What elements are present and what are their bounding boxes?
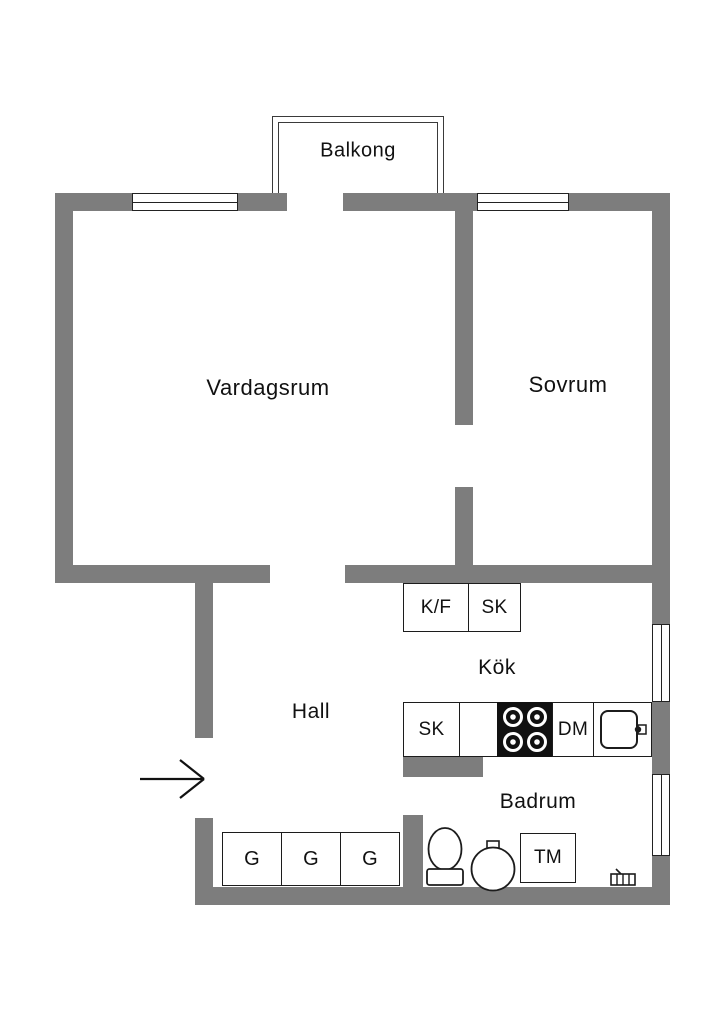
balcony-outline: Balkong (272, 116, 444, 194)
room-label-hall: Hall (291, 700, 331, 723)
wall-hall-left-upper (195, 565, 213, 738)
room-label-living-room: Vardagsrum (206, 375, 330, 400)
wall-room-divider-upper (455, 211, 473, 425)
window-pane (478, 202, 568, 203)
wall-bathroom-top-stub (403, 757, 483, 777)
counter-cabinet-label: SK (418, 718, 445, 740)
balcony-railing (278, 122, 438, 194)
wardrobe-label: G (244, 847, 260, 870)
wardrobe-label: G (303, 847, 319, 870)
dishwasher-unit: DM (552, 702, 594, 757)
wardrobe-unit: G (340, 832, 400, 886)
kitchen-sink-icon (593, 702, 652, 757)
room-label-bedroom: Sovrum (528, 372, 608, 397)
wall-left (55, 193, 73, 583)
stove-burners-icon (497, 702, 553, 757)
washing-machine-label: TM (533, 847, 563, 868)
dishwasher-label: DM (557, 718, 589, 740)
window-pane (661, 625, 662, 701)
counter-worktop (459, 702, 498, 757)
window-living-room (132, 193, 238, 211)
balcony-door-opening (287, 193, 343, 211)
window-bathroom (652, 774, 670, 856)
wardrobe-unit: G (281, 832, 341, 886)
wardrobe-label: G (362, 847, 378, 870)
wall-bottom (195, 887, 670, 905)
wall-livingroom-bottom (55, 565, 270, 583)
upper-cabinet-label: SK (481, 596, 508, 618)
counter-cabinet-unit: SK (403, 702, 460, 757)
wall-bathroom-left-stub (403, 815, 423, 905)
wardrobe-unit: G (222, 832, 282, 886)
floor-drain-icon (608, 866, 638, 888)
washing-machine-unit: TM (520, 833, 576, 883)
washbasin-icon (467, 840, 519, 892)
toilet-icon (424, 824, 468, 888)
room-label-balcony: Balkong (320, 139, 396, 162)
wall-room-divider-lower (455, 487, 473, 583)
window-kitchen (652, 624, 670, 702)
fridge-freezer-unit: K/F (403, 583, 469, 632)
window-bedroom (477, 193, 569, 211)
wall-mid-horizontal (345, 565, 670, 583)
window-pane (133, 202, 237, 203)
fridge-freezer-label: K/F (420, 596, 452, 618)
wall-hall-left-lower (195, 818, 213, 905)
wall-right (652, 193, 670, 905)
room-label-kitchen: Kök (478, 656, 516, 679)
room-label-bathroom: Badrum (499, 790, 577, 813)
window-pane (661, 775, 662, 855)
upper-cabinet-unit: SK (468, 583, 521, 632)
entrance-arrow-icon (138, 756, 214, 802)
